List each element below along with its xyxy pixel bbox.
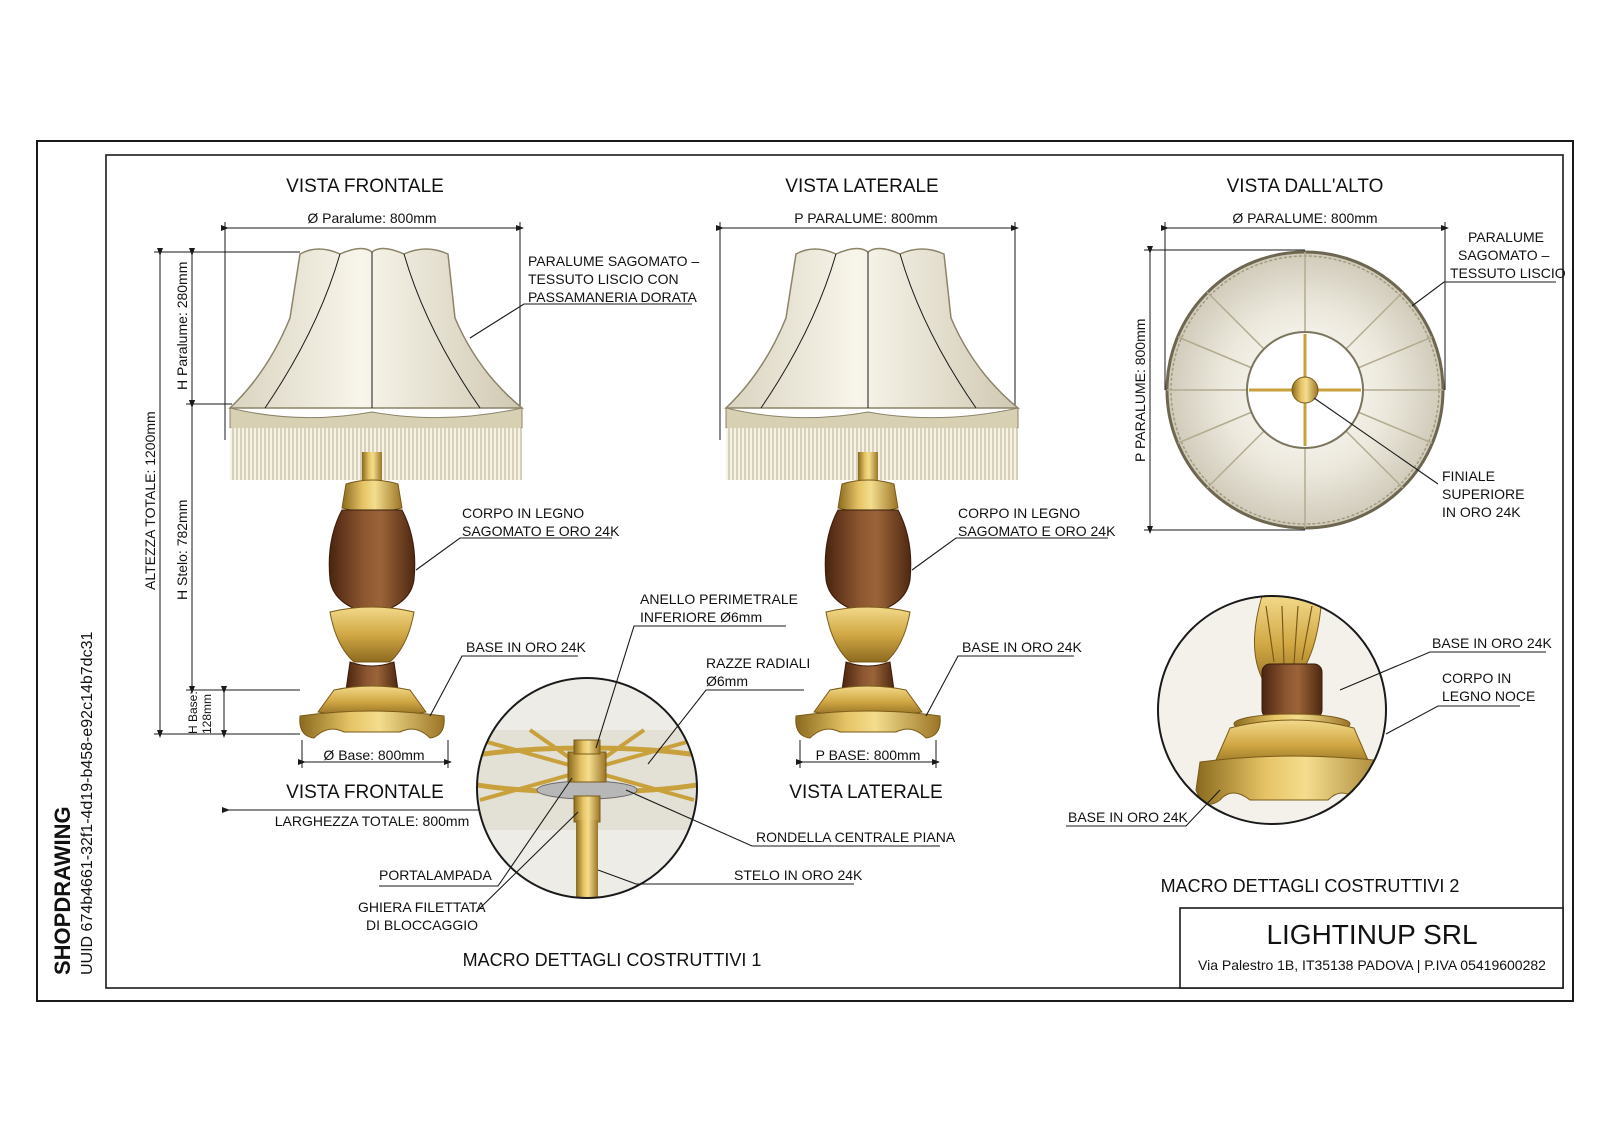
front-view-title: VISTA FRONTALE — [286, 176, 444, 197]
top-finial — [1291, 376, 1319, 404]
macro1-washer-label: RONDELLA CENTRALE PIANA — [756, 829, 956, 845]
side-base-label: BASE IN ORO 24K — [962, 639, 1082, 655]
macro1-stem-label: STELO IN ORO 24K — [734, 867, 863, 883]
sheet-type-label: SHOPDRAWING — [50, 806, 75, 975]
front-view: VISTA FRONTALE Ø Paralume: 800mm — [142, 176, 699, 829]
title-block: LIGHTINUP SRL Via Palestro 1B, IT35138 P… — [1179, 907, 1564, 989]
front-base-label: BASE IN ORO 24K — [466, 639, 586, 655]
side-body-label-2: SAGOMATO E ORO 24K — [958, 523, 1116, 539]
top-shade-label-3: TESSUTO LISCIO — [1450, 265, 1566, 281]
top-finial-label-3: IN ORO 24K — [1442, 504, 1521, 520]
top-depth-dim: P PARALUME: 800mm — [1132, 319, 1148, 462]
front-lamp-base — [299, 685, 445, 739]
front-body-label-1: CORPO IN LEGNO — [462, 505, 584, 521]
outer-border — [36, 140, 1574, 1002]
front-shade-label-2: TESSUTO LISCIO CON — [528, 271, 679, 287]
front-shade-height-dim: H Paralume: 280mm — [174, 262, 190, 390]
side-base-depth-dim: P BASE: 800mm — [816, 747, 921, 763]
front-stem-height-dim: H Stelo: 782mm — [174, 500, 190, 600]
front-total-height-dim: ALTEZZA TOTALE: 1200mm — [142, 411, 158, 590]
front-view-bottom-title: VISTA FRONTALE — [286, 782, 444, 803]
front-total-width-dim: LARGHEZZA TOTALE: 800mm — [275, 813, 470, 829]
side-lamp-body — [824, 479, 912, 695]
macro-detail-2: BASE IN ORO 24K CORPO IN LEGNO NOCE BASE… — [1066, 595, 1552, 896]
top-lamp-shade — [1165, 250, 1445, 530]
front-shade-label-3: PASSAMANERIA DORATA — [528, 289, 697, 305]
front-base-width-dim: Ø Base: 800mm — [323, 747, 424, 763]
macro-detail-1: ANELLO PERIMETRALE INFERIORE Ø6mm RAZZE … — [358, 591, 956, 970]
top-finial-label-2: SUPERIORE — [1442, 486, 1524, 502]
top-view-title: VISTA DALL'ALTO — [1227, 176, 1384, 197]
macro1-nut-label-1: GHIERA FILETTATA — [358, 899, 486, 915]
top-shade-label-1: PARALUME — [1468, 229, 1544, 245]
side-view: VISTA LATERALE P PARALUME: 800mm P BASE: — [716, 176, 1116, 803]
front-lamp-shade — [228, 247, 525, 480]
front-base-height-dim-2: 128mm — [200, 694, 214, 734]
inner-border — [105, 154, 1564, 989]
macro1-ring-label-2: INFERIORE Ø6mm — [640, 609, 762, 625]
front-base-height-dim-1: H Base: — [186, 691, 200, 734]
top-diameter-dim: Ø PARALUME: 800mm — [1232, 210, 1377, 226]
top-view: VISTA DALL'ALTO Ø PARALUME: 800mm P PARA… — [1132, 176, 1566, 534]
front-body-label-2: SAGOMATO E ORO 24K — [462, 523, 620, 539]
macro2-body-label-2: LEGNO NOCE — [1442, 688, 1535, 704]
macro1-title: MACRO DETTAGLI COSTRUTTIVI 1 — [463, 950, 762, 970]
uuid-label: UUID 674b4661-32f1-4d19-b458-e92c14b7dc3… — [79, 632, 96, 975]
front-shade-width-dim: Ø Paralume: 800mm — [307, 210, 436, 226]
company-address: Via Palestro 1B, IT35138 PADOVA | P.IVA … — [1198, 957, 1546, 973]
macro2-base-left-label: BASE IN ORO 24K — [1068, 809, 1188, 825]
top-shade-label-2: SAGOMATO – — [1458, 247, 1549, 263]
macro1-nut-label-2: DI BLOCCAGGIO — [366, 917, 478, 933]
macro1-spokes-label-1: RAZZE RADIALI — [706, 655, 810, 671]
side-lamp-shade — [724, 247, 1021, 480]
macro2-body-label-1: CORPO IN — [1442, 670, 1511, 686]
top-finial-label-1: FINIALE — [1442, 468, 1495, 484]
front-lamp-body — [328, 479, 416, 695]
macro2-base-right-label: BASE IN ORO 24K — [1432, 635, 1552, 651]
side-view-bottom-title: VISTA LATERALE — [789, 782, 942, 803]
macro1-holder-label: PORTALAMPADA — [379, 867, 492, 883]
side-view-title: VISTA LATERALE — [785, 176, 938, 197]
macro2-title: MACRO DETTAGLI COSTRUTTIVI 2 — [1161, 876, 1460, 896]
front-shade-label-1: PARALUME SAGOMATO – — [528, 253, 699, 269]
company-name: LIGHTINUP SRL — [1266, 919, 1477, 950]
side-body-label-1: CORPO IN LEGNO — [958, 505, 1080, 521]
side-lamp-base — [795, 685, 941, 739]
macro1-spokes-label-2: Ø6mm — [706, 673, 748, 689]
side-shade-depth-dim: P PARALUME: 800mm — [794, 210, 937, 226]
macro1-ring-label-1: ANELLO PERIMETRALE — [640, 591, 798, 607]
